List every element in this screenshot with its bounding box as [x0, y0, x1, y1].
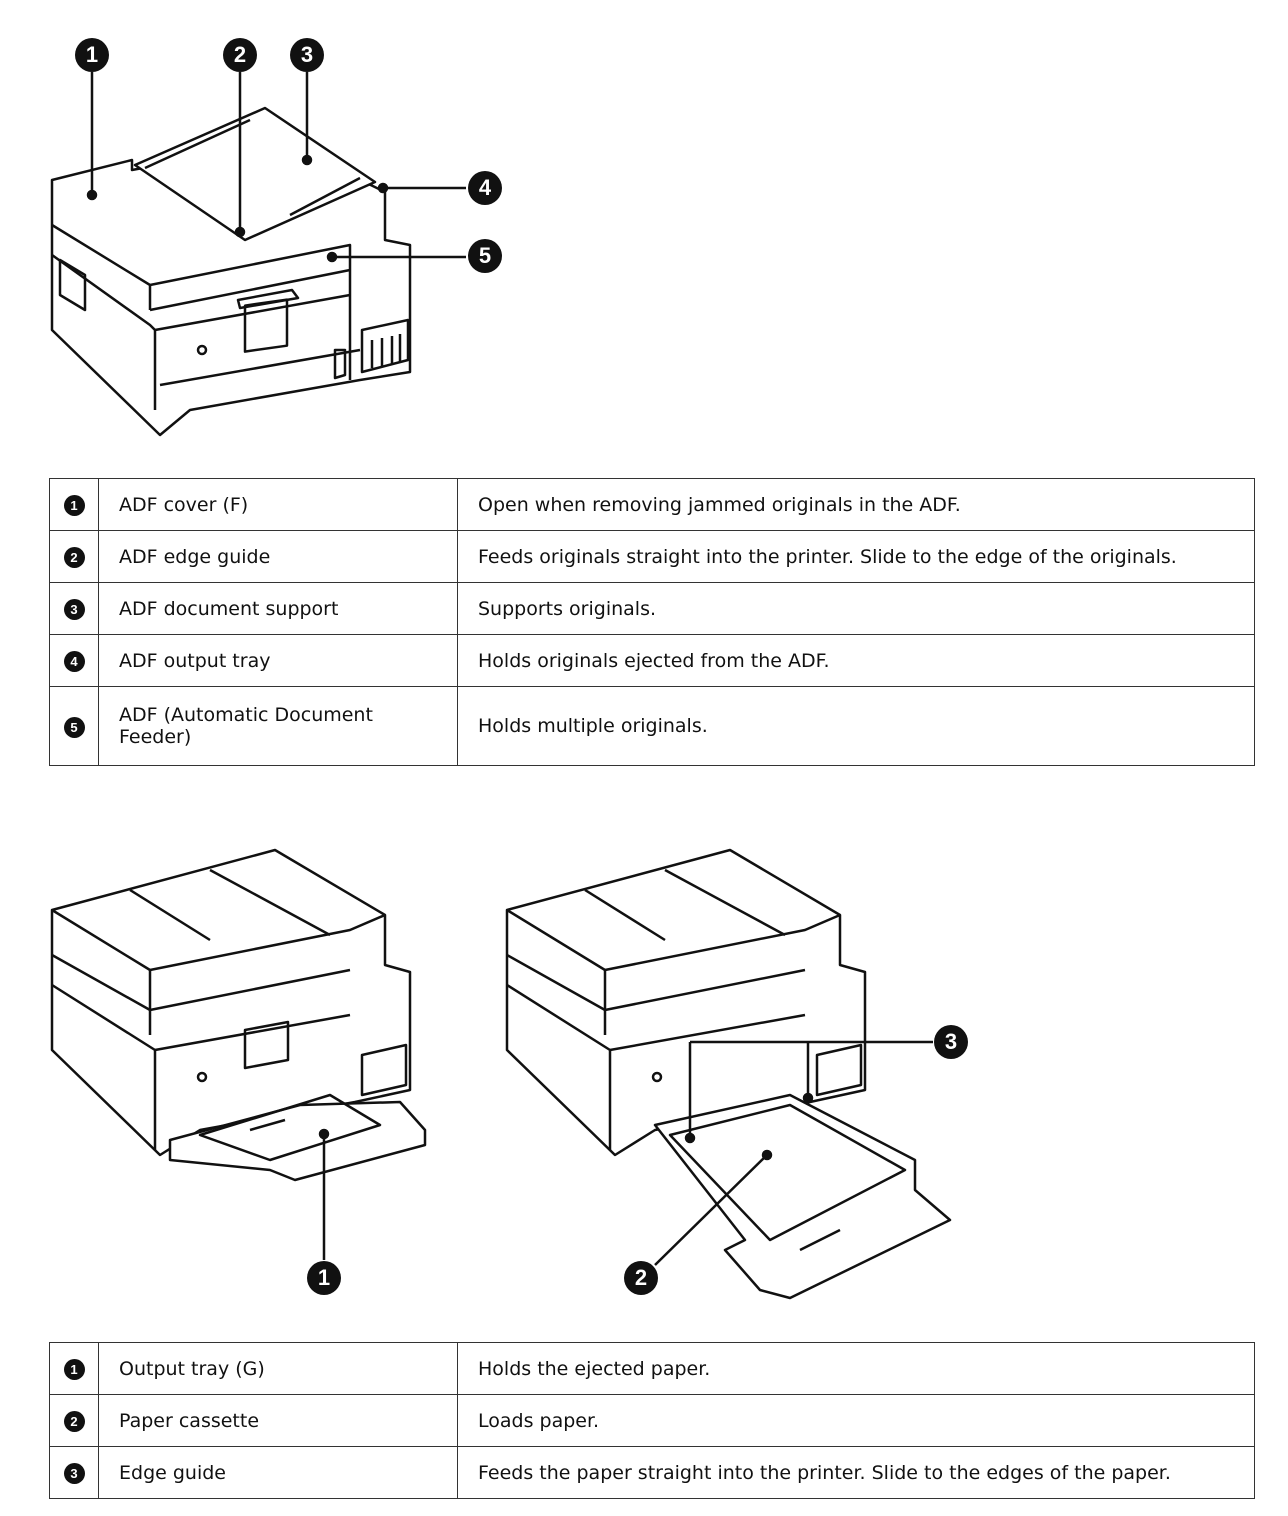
callout-4: 4 — [468, 171, 502, 205]
part-description: Feeds the paper straight into the printe… — [457, 1446, 1255, 1499]
callout-3: 3 — [934, 1025, 968, 1059]
part-name: ADF edge guide — [98, 530, 458, 583]
callout-3: 3 — [290, 38, 324, 72]
callout-2: 2 — [223, 38, 257, 72]
part-description: Holds multiple originals. — [457, 686, 1255, 766]
number-badge: 3 — [63, 1463, 85, 1484]
table-row: 2 ADF edge guide Feeds originals straigh… — [49, 530, 1255, 583]
table-row: 3 Edge guide Feeds the paper straight in… — [49, 1446, 1255, 1499]
callout-1: 1 — [75, 38, 109, 72]
part-name: ADF cover (F) — [98, 478, 458, 531]
part-name: ADF output tray — [98, 634, 458, 687]
part-name: Paper cassette — [98, 1394, 458, 1447]
table-row: 1 ADF cover (F) Open when removing jamme… — [49, 478, 1255, 531]
table-row: 1 Output tray (G) Holds the ejected pape… — [49, 1342, 1255, 1395]
part-description: Open when removing jammed originals in t… — [457, 478, 1255, 531]
number-badge: 5 — [63, 716, 85, 738]
number-badge: 4 — [63, 651, 85, 672]
part-name: Output tray (G) — [98, 1342, 458, 1395]
number-badge: 2 — [63, 1411, 85, 1432]
part-description: Feeds originals straight into the printe… — [457, 530, 1255, 583]
callout-2: 2 — [624, 1261, 658, 1295]
tray-parts-table: 1 Output tray (G) Holds the ejected pape… — [49, 1342, 1255, 1499]
number-badge: 3 — [63, 599, 85, 620]
part-description: Loads paper. — [457, 1394, 1255, 1447]
part-description: Holds originals ejected from the ADF. — [457, 634, 1255, 687]
number-badge: 1 — [63, 1359, 85, 1380]
printer-tray-drawing — [50, 848, 952, 1300]
number-badge: 2 — [63, 547, 85, 568]
number-badge: 1 — [63, 495, 85, 516]
printer-tray-illustration: 1 3 2 — [0, 840, 1000, 1310]
part-name: Edge guide — [98, 1446, 458, 1499]
printer-adf-drawing — [50, 72, 466, 437]
printer-adf-illustration: 1 2 3 4 5 — [0, 0, 560, 450]
part-description: Holds the ejected paper. — [457, 1342, 1255, 1395]
callout-5: 5 — [468, 239, 502, 273]
table-row: 4 ADF output tray Holds originals ejecte… — [49, 634, 1255, 687]
part-description: Supports originals. — [457, 582, 1255, 635]
part-name: ADF document support — [98, 582, 458, 635]
table-row: 3 ADF document support Supports original… — [49, 582, 1255, 635]
callout-1: 1 — [307, 1261, 341, 1295]
table-row: 5 ADF (Automatic Document Feeder) Holds … — [49, 686, 1255, 766]
adf-parts-table: 1 ADF cover (F) Open when removing jamme… — [49, 478, 1255, 766]
table-row: 2 Paper cassette Loads paper. — [49, 1394, 1255, 1447]
part-name: ADF (Automatic Document Feeder) — [98, 686, 458, 766]
